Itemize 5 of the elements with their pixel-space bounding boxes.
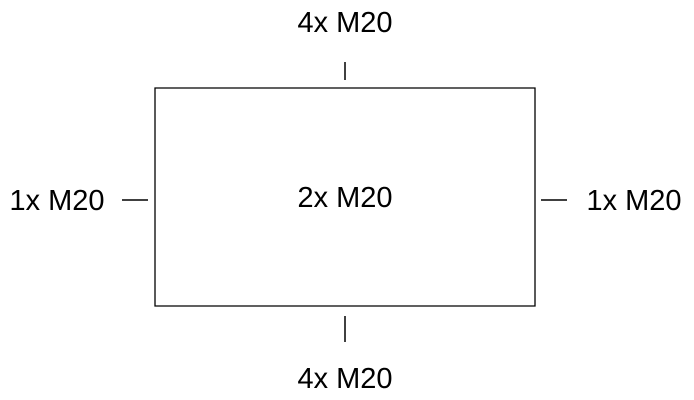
label: 4x M20 (298, 12, 392, 32)
box: 2x M20 (154, 87, 536, 307)
label: 1x M20 (588, 190, 680, 210)
label: 4x M20 (298, 368, 392, 388)
label: 1x M20 (12, 190, 104, 210)
